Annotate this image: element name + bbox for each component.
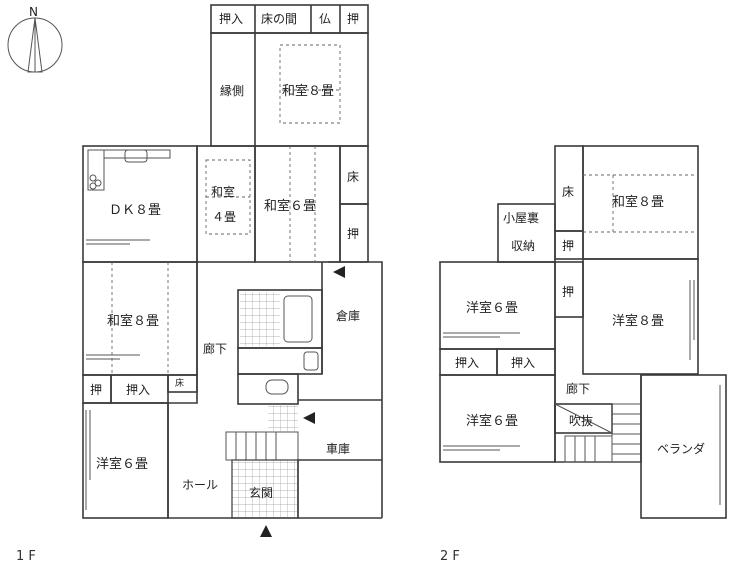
room-yoshitsu-6: 洋室６畳 <box>96 456 148 472</box>
room-oshi-2f-a: 押 <box>562 239 574 253</box>
room-dk: ＤＫ８畳 <box>109 203 161 218</box>
room-veranda: ベランダ <box>657 441 705 456</box>
room-tokonoma-2f: 床 <box>562 185 574 199</box>
sink-icon <box>124 149 148 163</box>
room-butsuma: 仏 <box>319 12 331 26</box>
room-engawa: 縁側 <box>220 83 244 98</box>
compass-north-label: N <box>29 5 38 19</box>
room-washitsu-6: 和室６畳 <box>264 198 316 214</box>
room-roka: 廊下 <box>203 341 227 356</box>
room-oshi-mid: 押 <box>347 227 359 241</box>
room-koyaura-line2: 収納 <box>511 239 535 253</box>
room-koyaura-line1: 小屋裏 <box>503 210 539 225</box>
room-washitsu-8-2f: 和室８畳 <box>612 194 664 210</box>
staircase-2f <box>564 403 642 463</box>
room-washitsu-4-line1: 和室 <box>211 184 235 199</box>
floor-2-plan: 小屋裏 収納 床 押 和室８畳 洋室６畳 押 洋室８畳 押入 押入 廊下 洋室６… <box>439 145 727 562</box>
staircase <box>225 404 299 461</box>
stove-icon <box>87 149 105 191</box>
room-genkan: 玄関 <box>249 485 273 500</box>
room-oshi-2f-b: 押 <box>562 285 574 299</box>
room-oshi-low: 押 <box>90 383 102 397</box>
entry-arrow-icon <box>303 412 315 424</box>
room-yoshitsu-6-2f-a: 洋室６畳 <box>466 300 518 316</box>
washbasin-icon <box>303 351 319 371</box>
entrance-arrow-icon <box>260 525 272 537</box>
room-washitsu-4-line2: ４畳 <box>212 210 236 224</box>
room-oshi-top: 押 <box>347 12 359 26</box>
entry-arrow-icon <box>333 266 345 278</box>
room-fukinuke: 吹抜 <box>569 414 593 428</box>
room-roka-2f: 廊下 <box>566 381 590 396</box>
room-tokonoma-mid: 床 <box>347 170 359 184</box>
floor-2-label: 2 F <box>440 549 460 562</box>
room-oshiire-2f-a: 押入 <box>455 356 479 370</box>
floor-1-label: 1 F <box>16 549 36 562</box>
room-hall: ホール <box>182 478 218 492</box>
room-yoshitsu-6-2f-b: 洋室６畳 <box>466 413 518 429</box>
toilet-room <box>237 373 299 405</box>
room-oshiire-low: 押入 <box>126 383 150 397</box>
room-washitsu-8-mid: 和室８畳 <box>107 313 159 329</box>
genkan-floor <box>231 459 299 519</box>
room-oshiire-top: 押入 <box>219 12 243 26</box>
veranda <box>640 374 727 519</box>
compass-icon: N <box>7 5 63 73</box>
room-oshiire-2f-b: 押入 <box>511 356 535 370</box>
room-shako: 車庫 <box>326 442 350 456</box>
room-yoshitsu-8-2f: 洋室８畳 <box>612 313 664 329</box>
floor-1-plan: 押入 床の間 仏 押 縁側 和室８畳 ＤＫ８畳 和室 ４畳 和室６畳 床 押 和… <box>16 4 383 562</box>
room-washitsu-8-top: 和室８畳 <box>282 83 334 99</box>
bathtub-icon <box>283 295 313 343</box>
toilet-icon <box>265 379 289 395</box>
room-soko: 倉庫 <box>336 308 360 323</box>
room-tokonoma-small: 床 <box>175 377 184 389</box>
room-tokonoma-top: 床の間 <box>261 12 297 26</box>
yoshitsu-8-2f <box>582 258 699 375</box>
